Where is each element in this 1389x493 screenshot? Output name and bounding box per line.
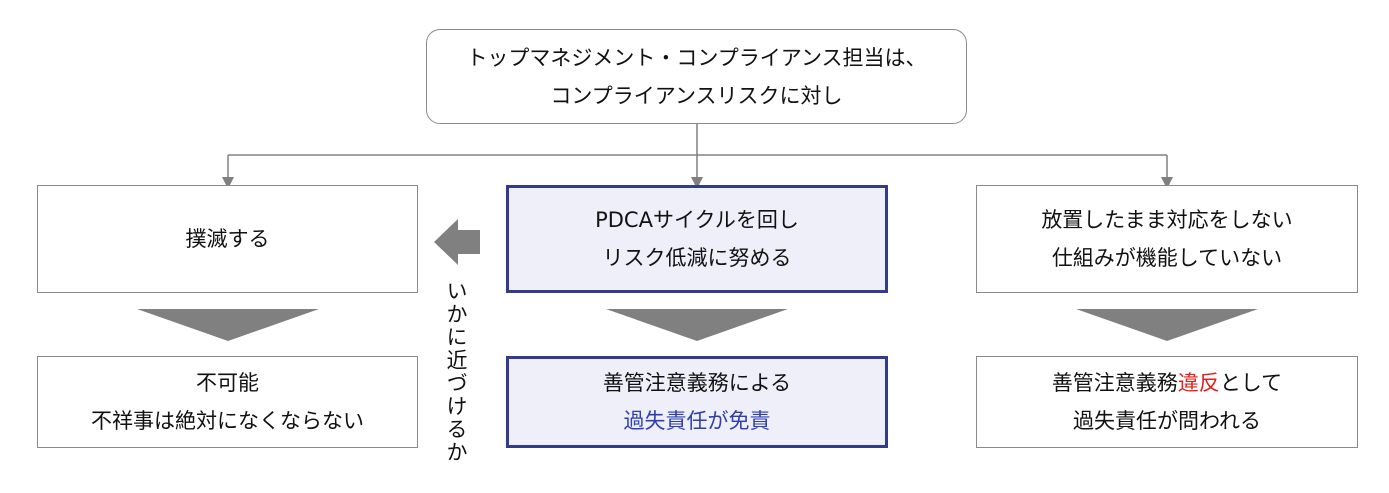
top-statement-line2: コンプライアンスリスクに対し: [550, 83, 843, 108]
right-upper-line1: 放置したまま対応をしない: [1041, 208, 1293, 232]
left-lower-box: 不可能 不祥事は絶対になくならない: [37, 356, 418, 448]
right-upper-box: 放置したまま対応をしない 仕組みが機能していない: [976, 185, 1358, 293]
center-upper-line2: リスク低減に努める: [602, 246, 792, 270]
right-lower-line2: 過失責任が問われる: [1073, 409, 1261, 433]
approach-vertical-label: いかに近づけるか: [444, 280, 468, 464]
left-upper-line1: 撲滅する: [185, 227, 270, 251]
center-upper-line1: PDCAサイクルを回し: [595, 208, 799, 232]
right-lower-line1-prefix: 善管注意義務: [1051, 371, 1178, 395]
center-lower-line1: 善管注意義務による: [602, 371, 792, 395]
center-lower-box: 善管注意義務による 過失責任が免責: [506, 356, 888, 448]
top-statement-line1: トップマネジメント・コンプライアンス担当は、: [466, 45, 927, 70]
left-lower-line2: 不祥事は絶対になくならない: [91, 409, 364, 433]
right-lower-line1-suffix: として: [1219, 371, 1283, 395]
center-upper-box: PDCAサイクルを回し リスク低減に努める: [506, 185, 888, 293]
down-triangle-left: [137, 309, 319, 341]
down-triangle-right: [1076, 309, 1258, 341]
violation-text: 違反: [1177, 371, 1220, 395]
left-lower-line1: 不可能: [196, 371, 259, 395]
right-lower-box: 善管注意義務違反として 過失責任が問われる: [976, 356, 1358, 448]
center-lower-line2: 過失責任が免責: [623, 409, 771, 433]
top-statement-box: トップマネジメント・コンプライアンス担当は、 コンプライアンスリスクに対し: [426, 29, 967, 124]
left-upper-box: 撲滅する: [37, 185, 418, 293]
down-triangle-center: [606, 309, 788, 341]
left-block-arrow: [434, 219, 480, 265]
right-upper-line2: 仕組みが機能していない: [1051, 246, 1283, 270]
right-lower-line1: 善管注意義務違反として: [1052, 364, 1282, 402]
